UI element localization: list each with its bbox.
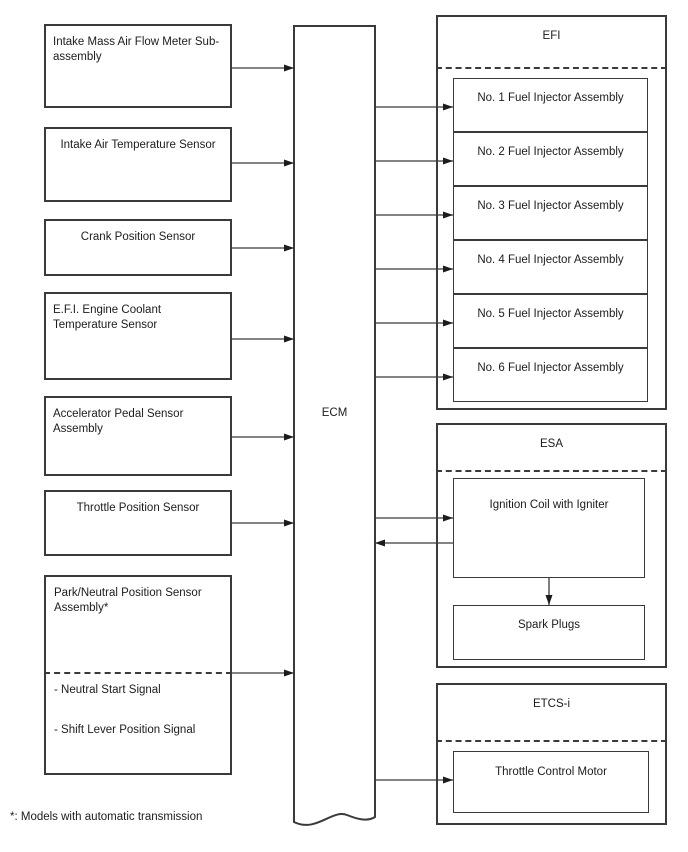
output-label: Spark Plugs (517, 619, 580, 631)
output-arrows (375, 103, 553, 784)
output-box-spark-plugs: Spark Plugs (453, 605, 645, 660)
group-box-efi: EFI (436, 15, 667, 410)
input-box-throttle-position: Throttle Position Sensor (44, 490, 232, 556)
input-box-intake-air-temp: Intake Air Temperature Sensor (44, 127, 232, 202)
dashed-divider (436, 67, 667, 69)
output-label: Throttle Control Motor (495, 766, 607, 778)
group-box-etcs-i: ETCS-i (436, 683, 667, 825)
sub-signal-shift-lever: - Shift Lever Position Signal (54, 724, 196, 736)
output-box-ignition-coil: Ignition Coil with Igniter (453, 478, 645, 578)
output-label: No. 2 Fuel Injector Assembly (477, 146, 624, 158)
output-label: No. 1 Fuel Injector Assembly (477, 92, 624, 104)
input-box-intake-maf: Intake Mass Air Flow Meter Sub-assembly (44, 24, 232, 108)
ecm-box-shape (293, 25, 376, 826)
output-label: Ignition Coil with Igniter (489, 499, 609, 511)
group-title-etcs-i: ETCS-i (532, 698, 571, 710)
output-box-injector-5: No. 5 Fuel Injector Assembly (453, 294, 648, 348)
output-box-injector-3: No. 3 Fuel Injector Assembly (453, 186, 648, 240)
group-title-esa: ESA (539, 438, 563, 450)
output-box-injector-4: No. 4 Fuel Injector Assembly (453, 240, 648, 294)
input-label: Crank Position Sensor (80, 231, 196, 243)
output-box-throttle-control-motor: Throttle Control Motor (453, 751, 649, 813)
input-label: E.F.I. Engine Coolant Temperature Sensor (53, 304, 162, 332)
dashed-divider (436, 740, 667, 742)
sub-signal-neutral-start: - Neutral Start Signal (54, 684, 161, 696)
group-title-efi: EFI (542, 30, 561, 42)
input-label: Throttle Position Sensor (76, 502, 200, 514)
footnote-automatic-transmission: *: Models with automatic transmission (10, 811, 203, 823)
output-box-injector-2: No. 2 Fuel Injector Assembly (453, 132, 648, 186)
input-label: Park/Neutral Position Sensor Assembly* (54, 587, 202, 615)
dashed-divider (436, 470, 667, 472)
output-label: No. 6 Fuel Injector Assembly (477, 362, 624, 374)
output-label: No. 5 Fuel Injector Assembly (477, 308, 624, 320)
input-label: Accelerator Pedal Sensor Assembly (53, 408, 184, 436)
input-label: Intake Mass Air Flow Meter Sub-assembly (53, 36, 220, 64)
output-label: No. 3 Fuel Injector Assembly (477, 200, 624, 212)
dashed-divider (44, 672, 232, 674)
input-box-crank-position: Crank Position Sensor (44, 219, 232, 276)
input-box-accelerator-pedal: Accelerator Pedal Sensor Assembly (44, 396, 232, 476)
input-box-park-neutral: Park/Neutral Position Sensor Assembly* -… (44, 575, 232, 775)
ecm-box-label: ECM (321, 407, 348, 419)
output-label: No. 4 Fuel Injector Assembly (477, 254, 624, 266)
output-box-injector-1: No. 1 Fuel Injector Assembly (453, 78, 648, 132)
input-box-coolant-temp: E.F.I. Engine Coolant Temperature Sensor (44, 292, 232, 380)
input-label: Intake Air Temperature Sensor (60, 139, 216, 151)
output-box-injector-6: No. 6 Fuel Injector Assembly (453, 348, 648, 402)
input-arrows (232, 64, 294, 677)
group-box-esa: ESA (436, 423, 667, 668)
